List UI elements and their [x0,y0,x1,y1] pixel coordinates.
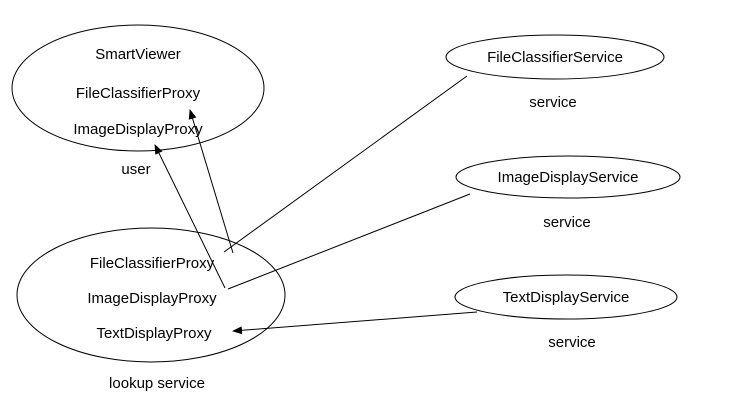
user-ellipse [11,24,265,152]
lookup-node: FileClassifierProxy ImageDisplayProxy Te… [16,227,286,363]
user-image-display-proxy: ImageDisplayProxy [73,121,203,138]
image-display-service-ellipse [455,155,681,199]
file-classifier-download-arrow [188,109,234,254]
file-classifier-service-node: FileClassifierService [445,34,665,80]
text-display-service-role: service [548,334,596,351]
lookup-ellipse [16,227,286,363]
file-classifier-service-ellipse [445,34,665,80]
image-display-service-label: ImageDisplayService [498,169,639,186]
lookup-file-classifier-proxy: FileClassifierProxy [90,255,215,272]
image-display-registration-line [227,193,471,290]
text-display-registration-arrow [232,311,478,335]
user-file-classifier-proxy: FileClassifierProxy [76,85,201,102]
text-display-service-ellipse [454,274,678,320]
image-display-service-node: ImageDisplayService [455,155,681,199]
image-display-download-arrow [154,144,226,289]
user-node: SmartViewer FileClassifierProxy ImageDis… [11,24,265,152]
image-display-service-role: service [543,214,591,231]
lookup-role-label: lookup service [109,375,205,392]
text-display-service-label: TextDisplayService [503,289,630,306]
file-classifier-service-role: service [529,94,577,111]
user-title: SmartViewer [95,46,181,63]
file-classifier-service-label: FileClassifierService [487,49,623,66]
lookup-image-display-proxy: ImageDisplayProxy [87,290,217,307]
lookup-text-display-proxy: TextDisplayProxy [96,325,212,342]
text-display-service-node: TextDisplayService [454,274,678,320]
file-classifier-registration-line [223,75,468,253]
user-role-label: user [121,161,150,178]
